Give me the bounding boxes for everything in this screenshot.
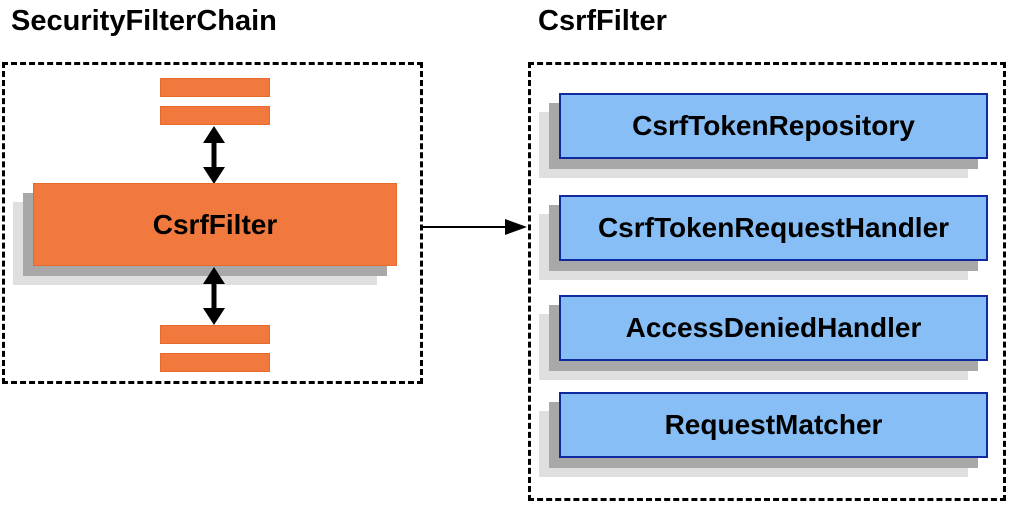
csrf-filter-boundary	[528, 62, 1006, 501]
filter-placeholder-bar	[160, 353, 270, 372]
csrf-token-repository-node: CsrfTokenRepository	[559, 93, 988, 159]
filter-placeholder-bar	[160, 106, 270, 125]
csrf-filter-node: CsrfFilter	[33, 183, 397, 266]
component-label: RequestMatcher	[664, 409, 883, 440]
component-label: CsrfTokenRepository	[632, 110, 915, 141]
request-matcher-node: RequestMatcher	[559, 392, 988, 458]
access-denied-handler-node: AccessDeniedHandler	[559, 295, 988, 361]
security-filter-chain-title: SecurityFilterChain	[11, 5, 277, 37]
component-label: CsrfTokenRequestHandler	[597, 212, 950, 243]
filter-placeholder-bar	[160, 325, 270, 344]
csrf-filter-node-label: CsrfFilter	[152, 208, 278, 240]
csrf-token-request-handler-node: CsrfTokenRequestHandler	[559, 195, 988, 261]
bidirectional-arrow-icon	[203, 267, 225, 325]
security-filter-chain-boundary	[2, 62, 423, 384]
component-label: AccessDeniedHandler	[625, 312, 922, 343]
bidirectional-arrow-icon	[203, 126, 225, 184]
csrf-filter-title: CsrfFilter	[538, 5, 667, 37]
filter-placeholder-bar	[160, 78, 270, 97]
flow-arrow-icon	[421, 219, 527, 235]
